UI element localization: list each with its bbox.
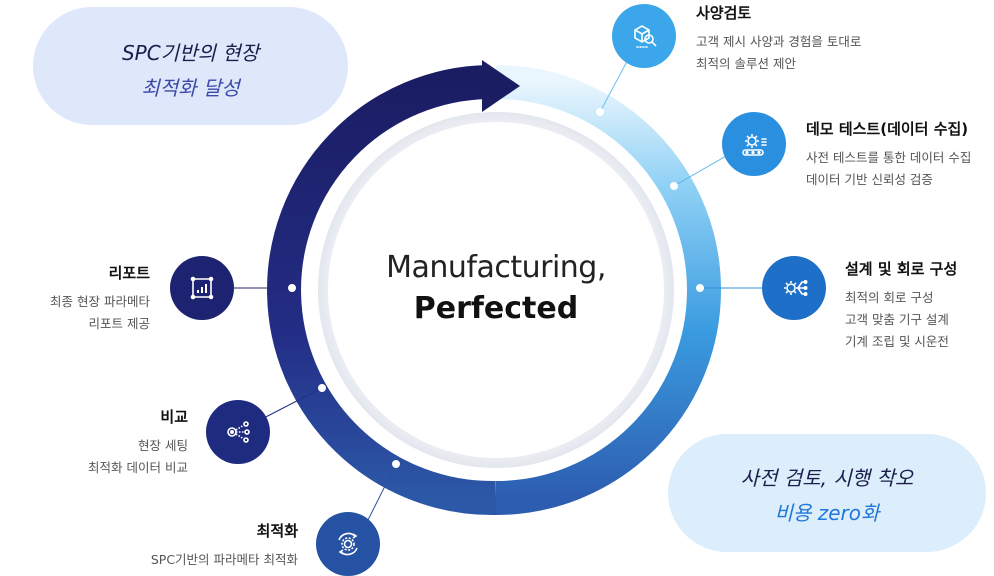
cycle-gear-icon — [316, 512, 380, 576]
step-title: 비교 — [160, 408, 188, 426]
connector-compare — [255, 387, 323, 423]
step-title: 데모 테스트(데이터 수집) — [806, 120, 969, 138]
step-desc-line: 기계 조립 및 시운전 — [845, 334, 949, 349]
bubble-right-line1: 사전 검토, 시행 착오 — [740, 466, 914, 490]
step-title: 최적화 — [256, 522, 298, 540]
center-title: Manufacturing, Perfected — [336, 250, 656, 326]
step-demo-test: 데모 테스트(데이터 수집) 사전 테스트를 통한 데이터 수집 데이터 기반 … — [806, 118, 971, 191]
bubble-left-line2: 최적화 달성 — [141, 76, 240, 100]
step-title: 사양검토 — [696, 4, 752, 22]
inner-disc-face — [328, 122, 664, 458]
step-desc-line: 현장 세팅 — [138, 438, 188, 453]
center-title-line1: Manufacturing, — [386, 250, 606, 285]
conveyor-gear-icon — [722, 112, 786, 176]
bubble-zero-cost: 사전 검토, 시행 착오 비용 zero화 — [668, 434, 986, 552]
box-magnifier-icon — [612, 4, 676, 68]
step-desc-line: 최적의 솔루션 제안 — [696, 56, 796, 71]
ring-dot — [288, 284, 296, 292]
step-desc-line: SPC기반의 파라메타 최적화 — [150, 552, 298, 567]
ring-dot — [318, 384, 326, 392]
bubble-spc-optimization: SPC기반의 현장 최적화 달성 — [33, 7, 348, 125]
step-spec-review: 사양검토 고객 제시 사양과 경험을 토대로 최적의 솔루션 제안 — [696, 2, 861, 75]
step-compare: 비교 현장 세팅 최적화 데이터 비교 — [88, 406, 188, 479]
step-design-circuit: 설계 및 회로 구성 최적의 회로 구성 고객 맞춤 기구 설계 기계 조립 및… — [845, 258, 957, 353]
bubble-right-line2: 비용 zero화 — [774, 501, 880, 525]
step-desc-line: 데이터 기반 신뢰성 검증 — [806, 172, 933, 187]
center-title-line2: Perfected — [413, 291, 579, 326]
compare-nodes-icon — [206, 400, 270, 464]
step-report: 리포트 최종 현장 파라메타 리포트 제공 — [50, 262, 150, 335]
step-optimize: 최적화 SPC기반의 파라메타 최적화 — [151, 520, 298, 571]
ring-dot — [696, 284, 704, 292]
connector-optimize — [367, 463, 397, 521]
step-desc-line: 고객 제시 사양과 경험을 토대로 — [696, 34, 862, 49]
ring-dot — [392, 460, 400, 468]
step-title: 리포트 — [108, 264, 150, 282]
ring-right-arc — [495, 65, 721, 515]
bar-chart-icon — [170, 256, 234, 320]
step-desc-line: 리포트 제공 — [88, 316, 150, 331]
bubble-left-line1: SPC기반의 현장 — [121, 41, 260, 65]
ring-dot — [596, 108, 604, 116]
step-desc-line: 사전 테스트를 통한 데이터 수집 — [806, 150, 972, 165]
step-desc-line: 최적의 회로 구성 — [845, 290, 934, 305]
circuit-gear-icon — [762, 256, 826, 320]
step-desc-line: 고객 맞춤 기구 설계 — [845, 312, 949, 327]
step-title: 설계 및 회로 구성 — [845, 260, 958, 278]
ring-left-arc — [266, 65, 497, 516]
step-desc-line: 최종 현장 파라메타 — [50, 294, 150, 309]
cycle-arrow-head — [482, 60, 520, 112]
ring-dot — [670, 182, 678, 190]
step-desc-line: 최적화 데이터 비교 — [88, 460, 188, 475]
